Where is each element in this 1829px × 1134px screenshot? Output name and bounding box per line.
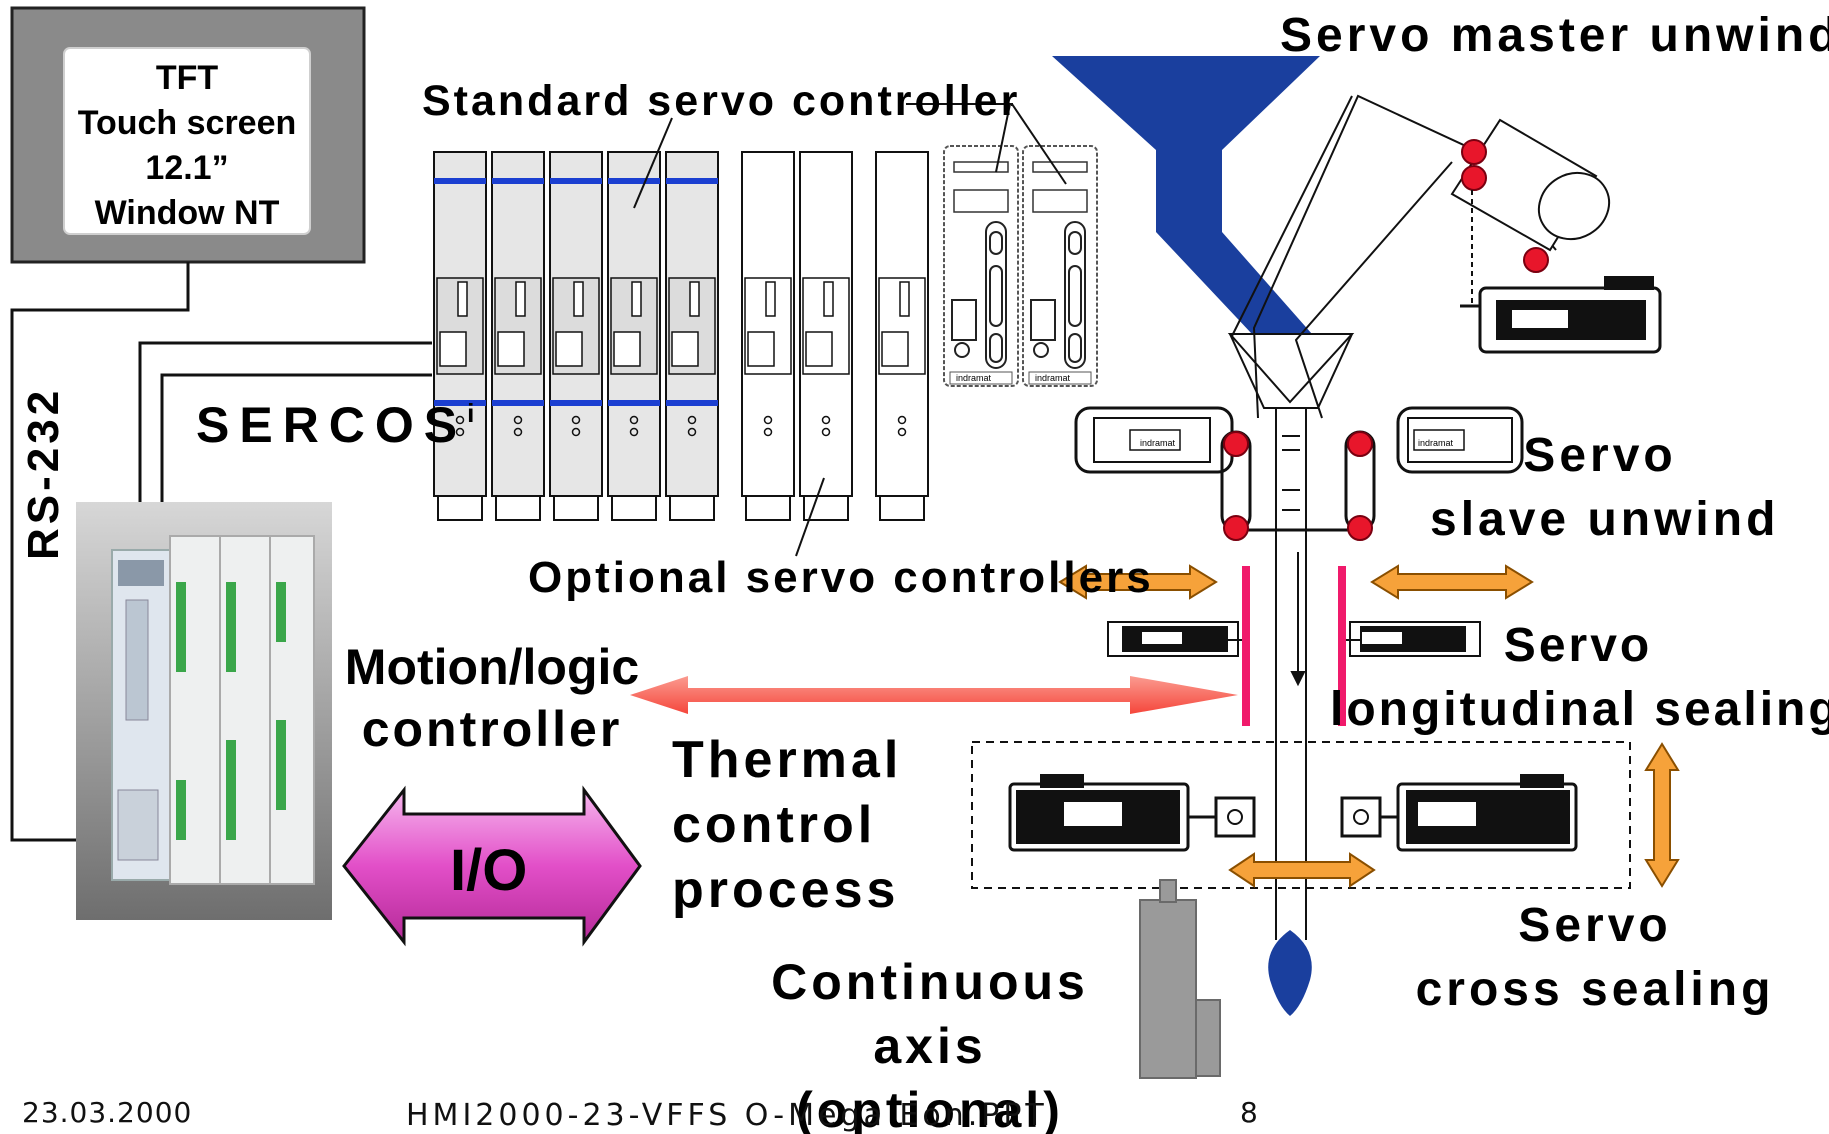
- hmi-label: TFT Touch screen 12.1” Window NT: [64, 56, 310, 236]
- indramat-drive-1: [943, 145, 1019, 387]
- slave-unwind-left: [1074, 406, 1238, 474]
- standard-servo-label: Standard servo controller: [422, 77, 1021, 125]
- film-roll: [1450, 118, 1611, 252]
- sercos-ring-lines: [138, 341, 432, 552]
- servo-drive-4: [607, 151, 661, 521]
- servo-cross-line2: cross sealing: [1415, 963, 1775, 1016]
- continuous-line3: (optional): [796, 1082, 1064, 1134]
- continuous-axis-motor: [1139, 879, 1221, 1079]
- cross-sealing-box: [971, 741, 1631, 889]
- longitudinal-motor-left: [1107, 621, 1242, 657]
- motion-to-sealer-arrow: [630, 676, 1238, 714]
- servo-drive-1: [433, 151, 487, 521]
- web-rollers: [1461, 139, 1549, 273]
- thermal-line2: control: [672, 796, 877, 854]
- longitudinal-sealers: [1242, 566, 1346, 726]
- sercos-text: SERCOS: [196, 397, 468, 453]
- servo-slave-line2: slave unwind: [1430, 493, 1780, 546]
- slave-rollers: [1223, 431, 1373, 541]
- tube-ladder-marks: [1282, 435, 1300, 511]
- footer-date: 23.03.2000: [22, 1096, 193, 1129]
- longitudinal-motor-right: [1346, 621, 1481, 657]
- servo-drive-3: [549, 151, 603, 521]
- cross-sealing-motor-left: [1008, 774, 1256, 852]
- hmi-touch-screen: [10, 6, 366, 264]
- motion-logic-controller: [76, 502, 332, 920]
- hmi-line-os: Window NT: [94, 194, 280, 232]
- cross-sealing-motor-right: [1340, 774, 1578, 852]
- servo-longitudinal-label: Servo longitudinal sealing: [1330, 614, 1829, 742]
- forming-collar: [1227, 333, 1355, 409]
- optional-drive-3: [875, 151, 929, 521]
- motion-logic-line1: Motion/logic: [344, 639, 640, 695]
- servo-cross-label: Servo cross sealing: [1410, 894, 1780, 1022]
- hmi-line-size: 12.1”: [145, 149, 229, 187]
- orange-motion-arrows: [1058, 564, 1680, 888]
- sercos-label: SERCOSi: [196, 400, 474, 450]
- brand-label-right: indramat: [1418, 438, 1454, 448]
- motion-logic-line2: controller: [361, 701, 623, 757]
- rs232-cable: [10, 262, 190, 842]
- servo-slave-label: Servo slave unwind: [1430, 424, 1780, 552]
- brand-label-left: indramat: [1140, 438, 1176, 448]
- io-label: I/O: [450, 838, 528, 903]
- servo-drive-2: [491, 151, 545, 521]
- footer-file: HMI2000-23-VFFS O-Mega Eon.PPT: [406, 1098, 1048, 1133]
- optional-drive-2: [799, 151, 853, 521]
- standard-servo-controllers: [433, 151, 719, 521]
- sercos-suffix: i: [467, 398, 475, 428]
- servo-master-label: Servo master unwind: [1280, 9, 1829, 62]
- slave-unwind-right: [1396, 406, 1524, 474]
- product-drop: [1268, 930, 1312, 1016]
- optional-drive-1: [741, 151, 795, 521]
- product-hopper: [1052, 56, 1320, 334]
- optional-servo-label: Optional servo controllers: [528, 553, 1154, 602]
- thermal-line3: process: [672, 861, 900, 919]
- master-unwind-motor: [1460, 276, 1662, 354]
- indramat-drives: [943, 145, 1098, 387]
- brand-label-drive-2: indramat: [1035, 373, 1071, 383]
- continuous-line2: axis: [873, 1018, 987, 1074]
- hmi-line-touch-screen: Touch screen: [77, 104, 297, 142]
- hmi-line-tft: TFT: [155, 59, 219, 97]
- label-leader-lines: [633, 103, 1067, 557]
- thermal-line1: Thermal: [672, 731, 903, 789]
- continuous-line1: Continuous: [771, 954, 1089, 1010]
- rs232-label: RS-232: [19, 386, 68, 560]
- servo-drive-5: [665, 151, 719, 521]
- servo-slave-line1: Servo: [1523, 429, 1677, 482]
- motion-logic-label: Motion/logic controller: [330, 636, 654, 760]
- indramat-drive-2: [1022, 145, 1098, 387]
- footer-page: 8: [1240, 1096, 1261, 1129]
- io-arrow: [342, 785, 642, 947]
- thermal-label: Thermal control process: [672, 728, 902, 923]
- servo-cross-line1: Servo: [1518, 899, 1672, 952]
- optional-servo-controllers: [741, 151, 929, 521]
- servo-longitudinal-line1: Servo: [1503, 619, 1653, 672]
- servo-longitudinal-line2: longitudinal sealing: [1330, 683, 1829, 736]
- brand-label-drive-1: indramat: [956, 373, 992, 383]
- continuous-axis-label: Continuous axis (optional): [760, 950, 1100, 1134]
- forming-tube: [1275, 408, 1307, 940]
